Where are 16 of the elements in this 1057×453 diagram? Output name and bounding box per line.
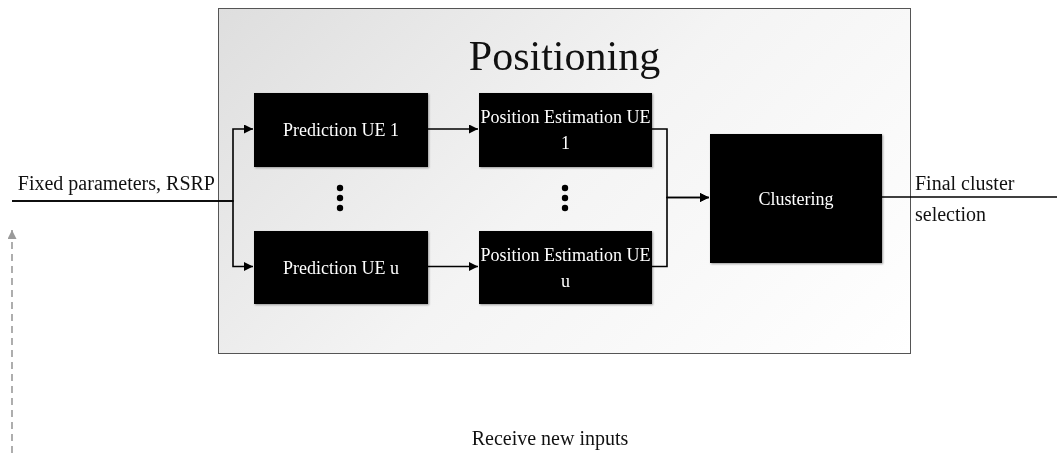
arrow: [426, 262, 479, 271]
panel-title: Positioning: [467, 32, 662, 81]
process-box: Prediction UE 1: [254, 93, 428, 167]
arrow: [426, 124, 479, 134]
process-box: Position Estimation UE u: [479, 231, 652, 304]
process-box: Clustering: [710, 134, 882, 263]
dashed-arrow: [7, 229, 17, 453]
arrow: [11, 200, 254, 271]
connector-line: [880, 196, 1057, 198]
arrow: [650, 193, 710, 268]
output-label: Final cluster selection: [915, 168, 1057, 230]
input-label: Fixed parameters, RSRP: [12, 168, 215, 230]
positioning-panel: [218, 8, 911, 354]
note-text: Receive new inputs: [470, 426, 630, 450]
process-box: Position Estimation UE 1: [479, 93, 652, 167]
process-box: Prediction UE u: [254, 231, 428, 304]
